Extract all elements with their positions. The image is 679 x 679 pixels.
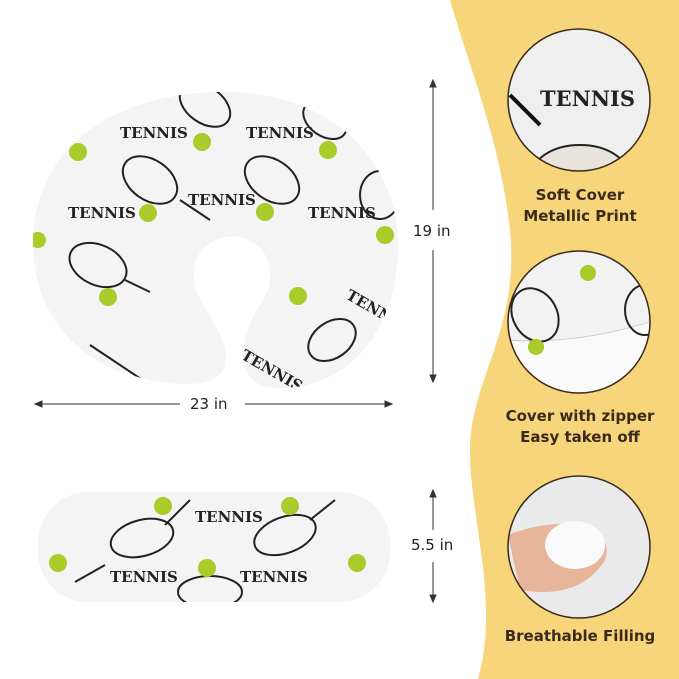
svg-text:TENNIS: TENNIS: [240, 568, 308, 586]
svg-text:TENNIS: TENNIS: [308, 204, 376, 222]
svg-text:TENNIS: TENNIS: [0, 508, 40, 526]
height-dimension: 19 in: [413, 222, 451, 240]
width-dimension: 23 in: [190, 395, 228, 413]
flat-pillow: TENNIS TENNIS TENNIS TENNIS: [0, 492, 390, 602]
ball-pattern: [33, 133, 394, 306]
tennis-print: TENNIS: [120, 124, 188, 142]
svg-text:TENNIS: TENNIS: [195, 508, 263, 526]
u-pillow: TENNIS TENNIS TENNIS TENNIS TENNIS TENNI…: [33, 91, 399, 388]
detail-circle-cover: TENNIS: [508, 29, 650, 171]
feature-label-zipper: Cover with zipper Easy taken off: [505, 407, 655, 446]
dimension-lines: [33, 78, 437, 604]
svg-text:TENNIS: TENNIS: [540, 86, 635, 111]
svg-text:TENNIS: TENNIS: [68, 204, 136, 222]
feature-label-cover: Soft Cover Metallic Print: [523, 186, 637, 225]
svg-text:TENNIS: TENNIS: [246, 124, 314, 142]
thickness-dimension: 5.5 in: [411, 536, 454, 554]
detail-circle-filling: [508, 476, 650, 618]
svg-text:TENNIS: TENNIS: [110, 568, 178, 586]
svg-text:TENNIS: TENNIS: [188, 191, 256, 209]
feature-label-filling: Breathable Filling: [504, 627, 656, 645]
detail-circle-zipper: [508, 251, 650, 393]
